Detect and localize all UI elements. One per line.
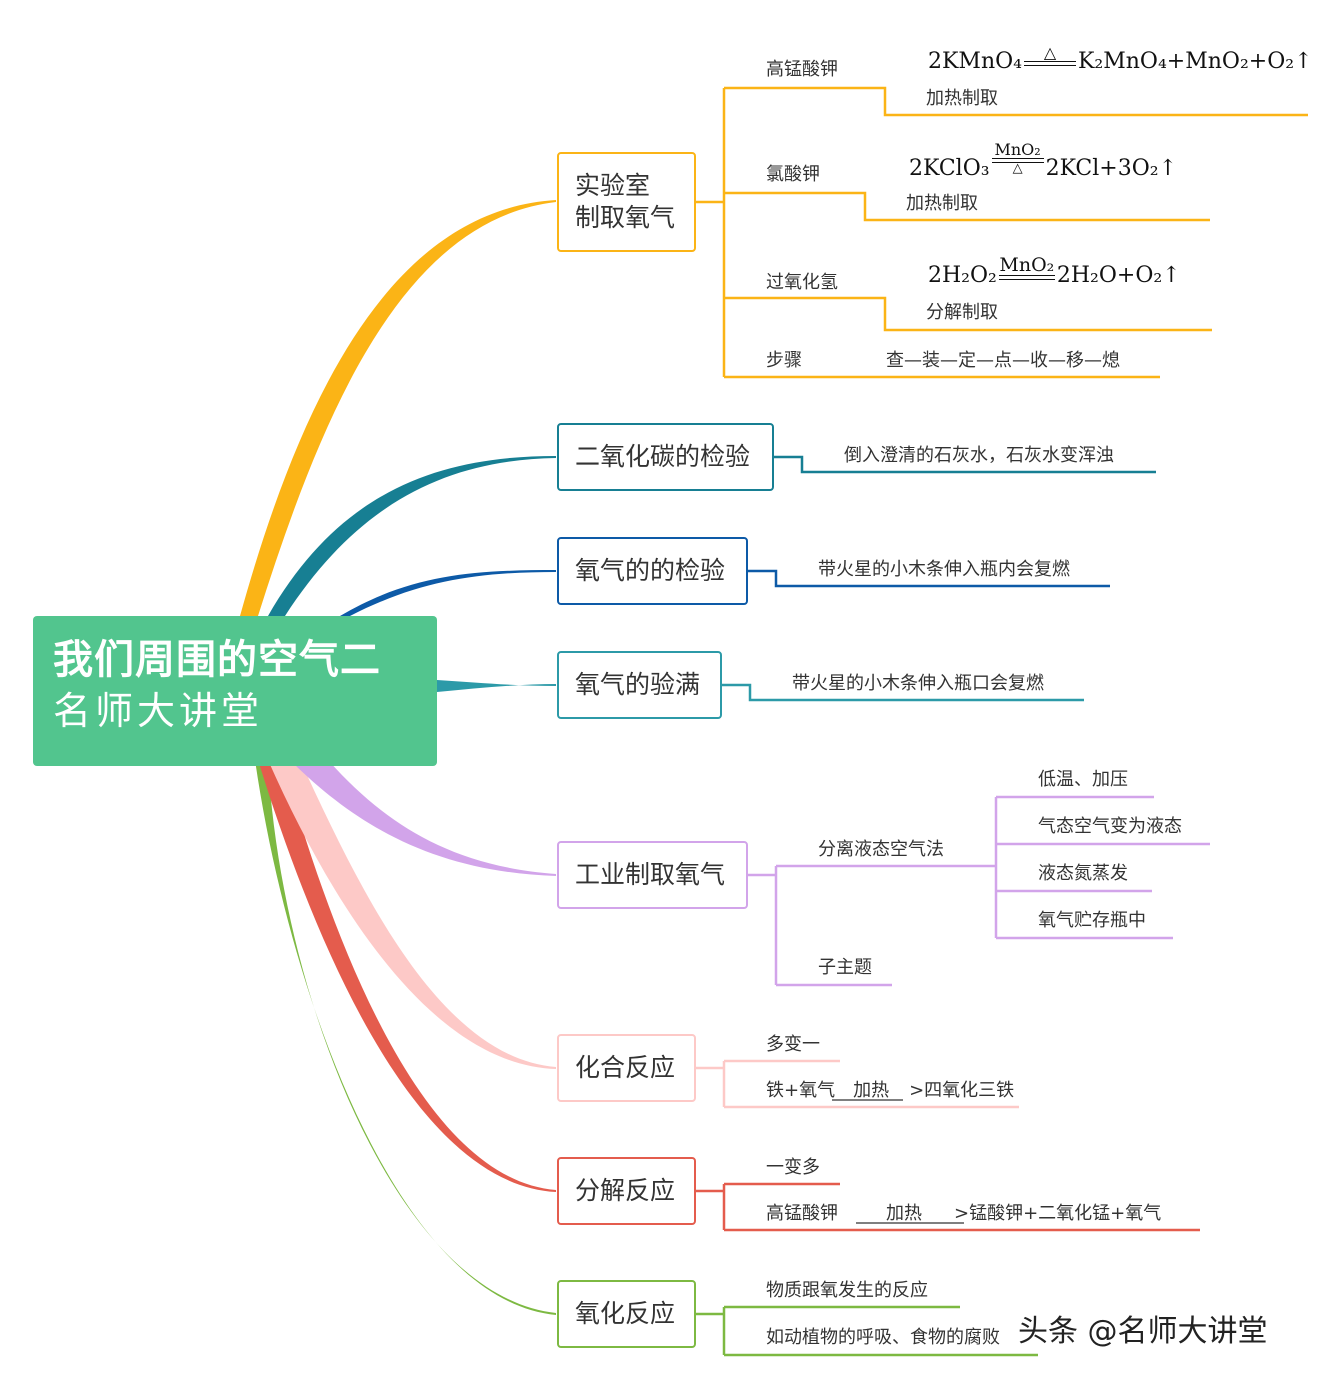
topic-combination-reaction[interactable]: 化合反应 [557, 1034, 696, 1102]
decomposition-condition: 加热 [886, 1203, 922, 1224]
topic-co2-test-label: 二氧化碳的检验 [575, 442, 751, 471]
topic-co2-test[interactable]: 二氧化碳的检验 [557, 423, 774, 491]
trunk-decomposition [258, 760, 556, 1192]
trunk-co2 [268, 456, 556, 616]
lab-kmno4-note[interactable]: 加热制取 [926, 88, 998, 109]
industry-item-1[interactable]: 低温、加压 [1038, 769, 1128, 790]
lab-kmno4-formula: 2KMnO₄ △ K₂MnO₄+MnO₂+O₂↑ [924, 30, 1313, 74]
formula-kmno4-cond-top: △ [1043, 43, 1057, 62]
central-title: 我们周围的空气二 [53, 637, 381, 683]
decomposition-products: >锰酸钾+二氧化锰+氧气 [954, 1203, 1162, 1224]
topic-lab-oxygen[interactable]: 实验室 制取氧气 [557, 152, 696, 252]
formula-h2o2-cond-top: MnO₂ [999, 254, 1055, 276]
co2-links [774, 455, 1156, 474]
formula-kclo3-cond-top: MnO₂ [994, 140, 1041, 159]
formula-kmno4-right: K₂MnO₄+MnO₂+O₂↑ [1077, 49, 1313, 74]
o2-test-links [748, 569, 1110, 588]
o2-full-links [722, 683, 1084, 702]
topic-combination-label: 化合反应 [575, 1053, 676, 1082]
watermark: 头条 @名师大讲堂 [1018, 1314, 1268, 1349]
topic-o2-test-label: 氧气的的检验 [575, 556, 726, 585]
trunk-lab [240, 200, 556, 616]
formula-kmno4-left: 2KMnO₄ [928, 49, 1022, 74]
oxidation-links [696, 1305, 1038, 1357]
lab-h2o2-label[interactable]: 过氧化氢 [766, 272, 838, 293]
lab-kclo3-formula: 2KClO₃ MnO₂ △ 2KCl+3O₂↑ [905, 135, 1195, 181]
formula-kclo3-left: 2KClO₃ [909, 156, 990, 181]
industry-subtopic[interactable]: 子主题 [818, 957, 872, 978]
topic-decomposition-label: 分解反应 [575, 1176, 676, 1205]
trunk-links [240, 200, 556, 1315]
topic-decomposition-reaction[interactable]: 分解反应 [557, 1157, 696, 1225]
combination-links [696, 1059, 1019, 1109]
lab-h2o2-note[interactable]: 分解制取 [926, 302, 998, 323]
formula-kclo3-condition: MnO₂ △ [991, 140, 1044, 176]
topic-oxidation-label: 氧化反应 [575, 1299, 676, 1328]
lab-steps-label[interactable]: 步骤 [766, 350, 802, 371]
topic-industry-oxygen-label: 工业制取氧气 [575, 860, 726, 889]
central-topic[interactable]: 我们周围的空气二 名师大讲堂 [33, 616, 437, 766]
formula-h2o2-right: 2H₂O+O₂↑ [1056, 263, 1181, 288]
topic-o2-full[interactable]: 氧气的验满 [557, 651, 722, 719]
equals-sign [991, 158, 1044, 163]
oxidation-item-1[interactable]: 物质跟氧发生的反应 [766, 1280, 928, 1301]
topic-o2-test[interactable]: 氧气的的检验 [557, 537, 748, 605]
industry-item-3[interactable]: 液态氮蒸发 [1038, 863, 1128, 884]
equals-sign [998, 275, 1055, 280]
topic-lab-oxygen-line1: 实验室 [575, 171, 651, 200]
trunk-o2-test [340, 570, 556, 616]
combination-reactants: 铁+氧气 [766, 1080, 836, 1101]
topic-lab-oxygen-line2: 制取氧气 [575, 203, 676, 232]
central-subtitle: 名师大讲堂 [53, 689, 264, 733]
formula-h2o2-left: 2H₂O₂ [928, 263, 997, 288]
combination-item-1[interactable]: 多变一 [766, 1034, 820, 1055]
industry-item-2[interactable]: 气态空气变为液态 [1038, 816, 1182, 837]
industry-links [748, 795, 1210, 987]
o2-full-detail[interactable]: 带火星的小木条伸入瓶口会复燃 [792, 673, 1044, 694]
formula-kclo3-cond-bottom: △ [1012, 161, 1023, 176]
industry-method[interactable]: 分离液态空气法 [818, 839, 944, 860]
lab-h2o2-formula: 2H₂O₂ MnO₂ 2H₂O+O₂↑ [924, 240, 1197, 288]
lab-links [696, 86, 1308, 379]
trunk-combination [268, 760, 556, 1069]
formula-kclo3-right: 2KCl+3O₂↑ [1045, 156, 1178, 181]
lab-kclo3-note[interactable]: 加热制取 [906, 193, 978, 214]
topic-oxidation-reaction[interactable]: 氧化反应 [557, 1280, 696, 1348]
decomposition-reaction[interactable]: 高锰酸钾 加热 >锰酸钾+二氧化锰+氧气 [766, 1203, 1161, 1225]
decomposition-reactants: 高锰酸钾 [766, 1203, 838, 1224]
o2-test-detail[interactable]: 带火星的小木条伸入瓶内会复燃 [818, 559, 1070, 580]
combination-condition: 加热 [853, 1080, 890, 1101]
topic-industry-oxygen[interactable]: 工业制取氧气 [557, 841, 748, 909]
formula-h2o2-condition: MnO₂ [998, 254, 1055, 280]
oxidation-item-2[interactable]: 如动植物的呼吸、食物的腐败 [766, 1327, 1000, 1348]
trunk-o2-full [437, 680, 556, 692]
lab-steps-value[interactable]: 查—装—定—点—收—移—熄 [886, 350, 1120, 371]
formula-kmno4-condition: △ [1023, 43, 1076, 66]
reaction-underlines [832, 1099, 964, 1224]
decomposition-item-1[interactable]: 一变多 [766, 1157, 820, 1178]
industry-item-4[interactable]: 氧气贮存瓶中 [1038, 910, 1146, 931]
lab-kmno4-label[interactable]: 高锰酸钾 [766, 59, 838, 80]
trunk-industry [290, 760, 556, 876]
co2-test-detail[interactable]: 倒入澄清的石灰水，石灰水变浑浊 [844, 445, 1114, 466]
decomposition-links [696, 1182, 1200, 1232]
equals-sign [1023, 61, 1076, 66]
topic-o2-full-label: 氧气的验满 [575, 670, 701, 699]
lab-kclo3-label[interactable]: 氯酸钾 [766, 164, 820, 185]
combination-reaction[interactable]: 铁+氧气加热 >四氧化三铁 [766, 1080, 1014, 1102]
combination-products: >四氧化三铁 [909, 1080, 1015, 1101]
